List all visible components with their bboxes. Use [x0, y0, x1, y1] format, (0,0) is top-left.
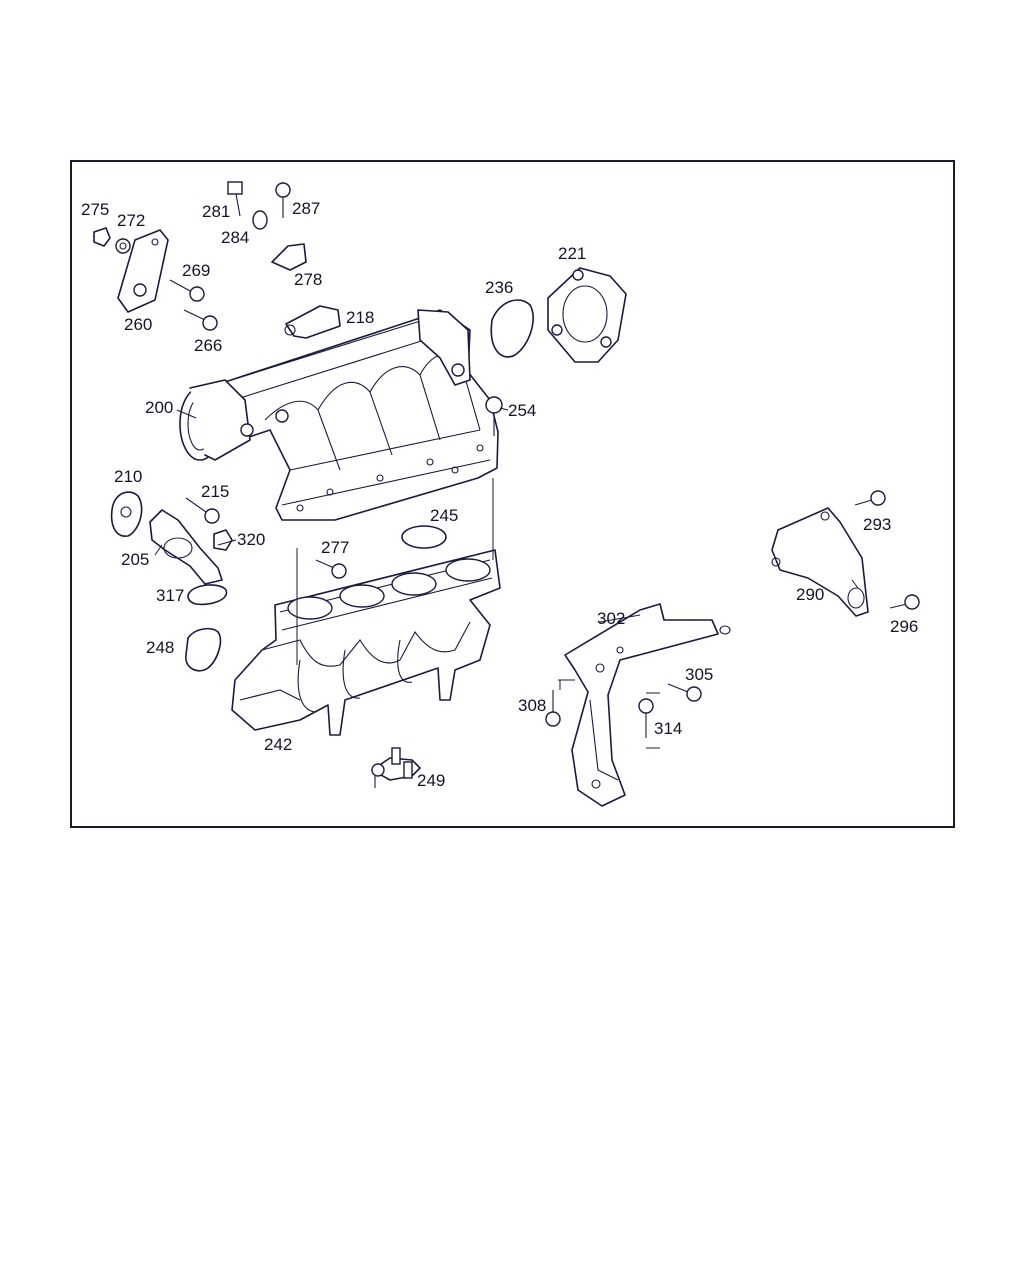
- lower-intake-manifold: [231, 478, 501, 736]
- callout-269: 269: [182, 261, 210, 280]
- throttle-housing: [547, 267, 627, 363]
- bolt-277: [315, 559, 347, 579]
- bolt-215: [185, 497, 220, 524]
- gasket-236: [490, 299, 534, 358]
- actuator-249: [371, 747, 421, 788]
- sensor-218: [284, 305, 341, 339]
- washer-284: [252, 210, 268, 230]
- callout-200: 200: [145, 398, 173, 417]
- callout-302: 302: [597, 609, 625, 628]
- gasket-248: [185, 627, 222, 672]
- callout-275: 275: [81, 200, 109, 219]
- bolt-266: [183, 309, 218, 331]
- bolt-281: [227, 181, 243, 217]
- bracket-290: [771, 507, 869, 617]
- bolt-293: [854, 490, 886, 506]
- bracket-302: [564, 603, 731, 807]
- bracket-278: [271, 243, 307, 271]
- gasket-210: [110, 491, 143, 537]
- callout-254: 254: [508, 401, 536, 420]
- bolt-296: [889, 594, 920, 610]
- diagram-frame: [70, 160, 955, 828]
- bolt-305: [667, 683, 702, 702]
- callout-249: 249: [417, 771, 445, 790]
- bolt-287: [275, 182, 291, 218]
- callout-314: 314: [654, 719, 682, 738]
- nut-275: [93, 227, 111, 247]
- callout-284: 284: [221, 228, 249, 247]
- callout-248: 248: [146, 638, 174, 657]
- callout-236: 236: [485, 278, 513, 297]
- callout-293: 293: [863, 515, 891, 534]
- callout-305: 305: [685, 665, 713, 684]
- upper-intake-manifold: [179, 309, 499, 521]
- callout-215: 215: [201, 482, 229, 501]
- leader-lines: [154, 407, 859, 749]
- bolt-254: [485, 396, 503, 436]
- callout-281: 281: [202, 202, 230, 221]
- cover-plate-260: [117, 229, 169, 313]
- callout-205: 205: [121, 550, 149, 569]
- callout-218: 218: [346, 308, 374, 327]
- callout-278: 278: [294, 270, 322, 289]
- bolt-308: [545, 690, 561, 727]
- callout-296: 296: [890, 617, 918, 636]
- callout-labels: 275 272 281 287 284 269 278 260 266 218 …: [81, 199, 918, 790]
- bolt-314: [638, 698, 654, 738]
- callout-308: 308: [518, 696, 546, 715]
- callout-320: 320: [237, 530, 265, 549]
- callout-277: 277: [321, 538, 349, 557]
- callout-260: 260: [124, 315, 152, 334]
- callout-266: 266: [194, 336, 222, 355]
- callout-317: 317: [156, 586, 184, 605]
- callout-245: 245: [430, 506, 458, 525]
- gasket-245: [401, 525, 447, 549]
- nut-320: [213, 529, 233, 551]
- callout-287: 287: [292, 199, 320, 218]
- washer-272: [115, 238, 131, 254]
- callout-221: 221: [558, 244, 586, 263]
- callout-272: 272: [117, 211, 145, 230]
- callout-210: 210: [114, 467, 142, 486]
- callout-290: 290: [796, 585, 824, 604]
- gasket-317: [187, 584, 228, 606]
- callout-242: 242: [264, 735, 292, 754]
- bolt-269: [169, 279, 205, 302]
